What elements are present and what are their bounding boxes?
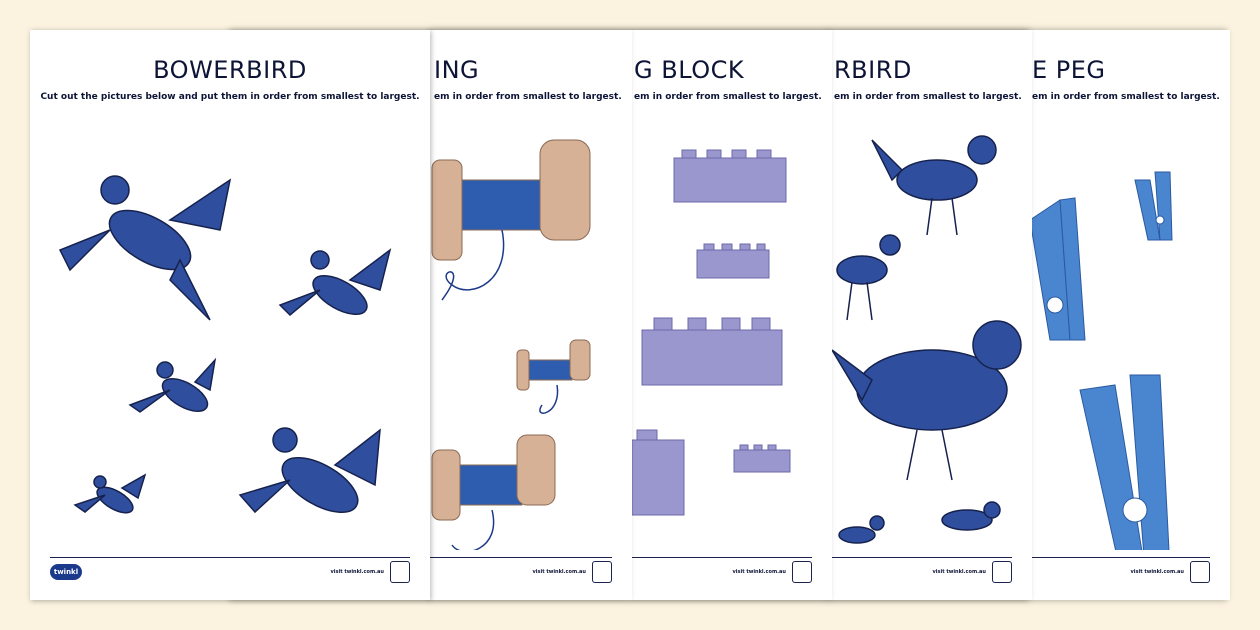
quality-badge-icon (792, 561, 812, 583)
page-title: BOWERBIRD (153, 56, 307, 84)
footer-divider (452, 557, 812, 558)
worksheet-bowerbird-flying: BOWERBIRD Cut out the pictures below and… (30, 30, 430, 600)
standing-birds-illustration (831, 135, 1022, 544)
spools-illustration (431, 139, 591, 550)
pegs-illustration (1029, 171, 1173, 550)
footer-divider (50, 557, 410, 558)
instructions: em in order from smallest to largest. (634, 92, 822, 102)
instructions: em in order from smallest to largest. (1032, 92, 1220, 102)
website-text: visit twinkl.com.au (932, 569, 986, 575)
page-title: E PEG (1032, 56, 1106, 84)
footer-divider (652, 557, 1012, 558)
bird-large-2 (238, 427, 381, 514)
instructions: em in order from smallest to largest. (834, 92, 1022, 102)
page-title: RBIRD (834, 56, 912, 84)
quality-badge-icon (592, 561, 612, 583)
website-text: visit twinkl.com.au (532, 569, 586, 575)
bird-small (128, 357, 217, 413)
building-blocks-illustration (631, 149, 791, 516)
quality-badge-icon (390, 561, 410, 583)
footer-divider (252, 557, 612, 558)
website-text: visit twinkl.com.au (1130, 569, 1184, 575)
quality-badge-icon (992, 561, 1012, 583)
bird-smallest (73, 473, 147, 514)
instructions: em in order from smallest to largest. (434, 92, 622, 102)
instructions: Cut out the pictures below and put them … (40, 92, 420, 102)
bird-medium (278, 248, 392, 317)
twinkl-logo: twinkl (50, 564, 82, 580)
quality-badge-icon (1190, 561, 1210, 583)
website-text: visit twinkl.com.au (330, 569, 384, 575)
flying-birds-illustration (58, 175, 392, 514)
website-text: visit twinkl.com.au (732, 569, 786, 575)
page-title: ING (434, 56, 480, 84)
bird-large (58, 175, 232, 321)
page-title: G BLOCK (634, 56, 745, 84)
